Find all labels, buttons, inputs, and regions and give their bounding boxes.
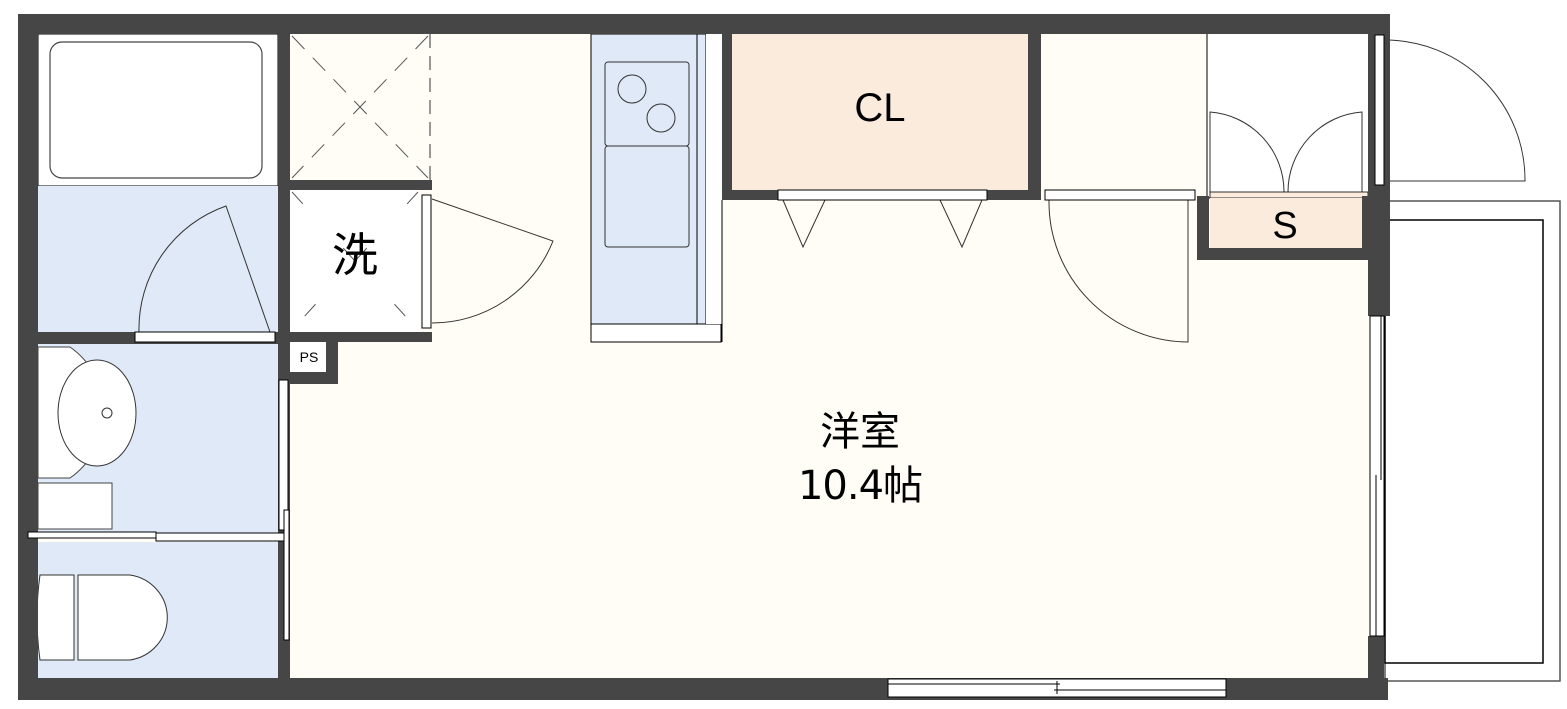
stove-icon: [604, 61, 690, 147]
washing-machine-pan-icon: [37, 482, 113, 530]
closet-floor: [732, 34, 1028, 190]
burner-icon: [646, 103, 676, 133]
washer-label: 洗: [332, 228, 378, 282]
toilet-bowl-icon: [77, 574, 168, 661]
bathtub-icon: [49, 41, 263, 179]
washroom-door-swing-icon: [431, 198, 554, 324]
closet-door-icon: [782, 199, 826, 249]
pipe-space-label: PS: [299, 349, 319, 365]
entry-door-swing-icon: [1048, 199, 1189, 343]
storage-label: S: [1272, 205, 1298, 247]
closet-door-icon: [939, 199, 983, 249]
western-room-label: 洋室: [820, 409, 900, 455]
bath-door-swing-icon: [138, 205, 271, 333]
storage-floor: [1210, 198, 1368, 248]
western-room-area: 10.4帖: [797, 463, 923, 509]
washroom-floor: [38, 186, 278, 332]
toilet-tank-icon: [36, 574, 75, 661]
pipe-space: [290, 342, 326, 372]
shoe-cabinet: [1206, 27, 1370, 199]
closet-label: CL: [854, 86, 906, 130]
kitchen-sink-icon: [604, 145, 690, 248]
burner-icon: [617, 74, 647, 104]
front-door-swing-icon: [1384, 39, 1526, 182]
